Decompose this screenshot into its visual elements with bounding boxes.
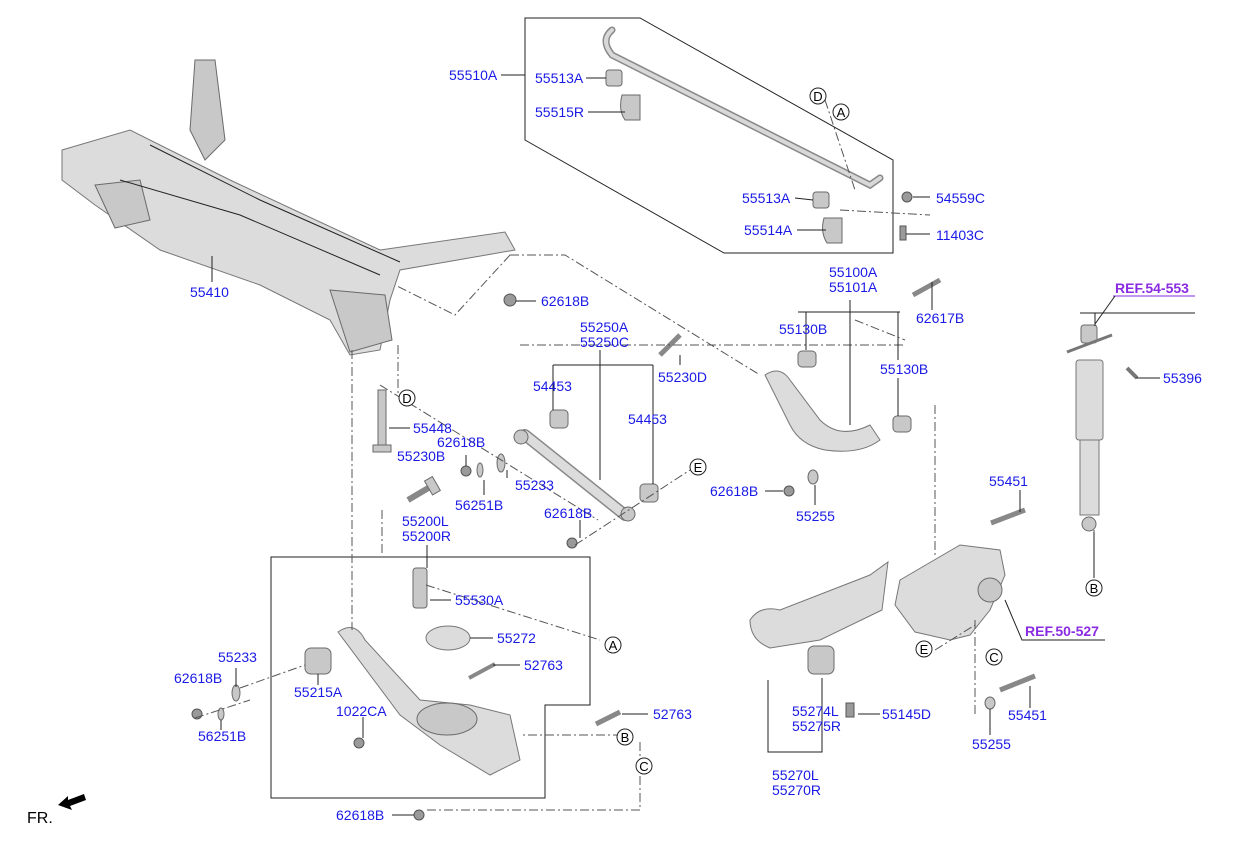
stabilizer-bar-group: [524, 17, 913, 254]
svg-text:A: A: [609, 638, 618, 653]
part-label-1022ca[interactable]: 1022CA: [336, 703, 387, 719]
knuckle-illustration: [894, 507, 1036, 710]
svg-text:B: B: [621, 730, 630, 745]
part-label-55270l[interactable]: 55270L: [772, 767, 819, 783]
part-label-55145d[interactable]: 55145D: [882, 706, 931, 722]
part-label-55255[interactable]: 55255: [796, 508, 835, 524]
part-label-62617b[interactable]: 62617B: [916, 310, 964, 326]
part-label-55101a[interactable]: 55101A: [829, 279, 878, 295]
ref-link-knuckle[interactable]: REF.50-527: [1025, 623, 1099, 639]
marker-e-knuckle: E: [915, 640, 933, 658]
part-label-55451[interactable]: 55451: [1008, 707, 1047, 723]
assembly-lines: [194, 99, 1095, 811]
marker-c-lower: C: [635, 757, 653, 775]
washer-illustration: [231, 684, 241, 702]
svg-text:B: B: [1090, 581, 1099, 596]
marker-e-arm: E: [689, 458, 707, 476]
part-label-55215a[interactable]: 55215A: [294, 684, 343, 700]
part-label-52763[interactable]: 52763: [653, 706, 692, 722]
nut-illustration: [460, 465, 472, 477]
nut-illustration: [566, 537, 578, 549]
part-label-55410[interactable]: 55410: [190, 284, 229, 300]
trailing-arm-illustration: [749, 560, 889, 718]
part-label-55200r[interactable]: 55200R: [402, 528, 451, 544]
part-label-62618b[interactable]: 62618B: [437, 434, 485, 450]
part-label-62618b[interactable]: 62618B: [544, 505, 592, 521]
part-label-55272[interactable]: 55272: [497, 630, 536, 646]
front-direction-indicator: FR.: [27, 794, 86, 827]
marker-c-knuckle: C: [985, 648, 1003, 666]
part-label-55233[interactable]: 55233: [218, 649, 257, 665]
nut-illustration: [783, 485, 795, 497]
crossmember-illustration: [61, 59, 516, 356]
part-label-55515r[interactable]: 55515R: [535, 104, 584, 120]
part-label-11403c[interactable]: 11403C: [936, 227, 984, 243]
washer-illustration: [476, 462, 484, 478]
upper-arm-illustration: [764, 277, 942, 452]
part-label-52763[interactable]: 52763: [524, 657, 563, 673]
part-label-54453[interactable]: 54453: [533, 378, 572, 394]
part-label-55513a[interactable]: 55513A: [742, 190, 791, 206]
bolt-illustration: [594, 709, 622, 727]
part-label-55451[interactable]: 55451: [989, 473, 1028, 489]
part-label-55250c[interactable]: 55250C: [580, 334, 629, 350]
marker-b-lower: B: [616, 728, 634, 746]
part-label-62618b[interactable]: 62618B: [336, 807, 384, 823]
part-label-55510a[interactable]: 55510A: [449, 67, 498, 83]
part-label-55530a[interactable]: 55530A: [455, 592, 504, 608]
marker-a-lower: A: [604, 636, 622, 654]
part-label-55513a[interactable]: 55513A: [535, 70, 584, 86]
part-label-62618b[interactable]: 62618B: [541, 293, 589, 309]
front-arrow-icon: [58, 794, 86, 810]
part-label-55233[interactable]: 55233: [515, 477, 554, 493]
marker-a-top: A: [832, 103, 850, 121]
part-label-55396[interactable]: 55396: [1163, 370, 1202, 386]
ref-link-shock[interactable]: REF.54-553: [1115, 280, 1189, 296]
svg-text:C: C: [639, 759, 648, 774]
part-label-55100a[interactable]: 55100A: [829, 264, 878, 280]
marker-d-left: D: [398, 389, 416, 407]
part-label-55514a[interactable]: 55514A: [744, 222, 793, 238]
part-label-62618b[interactable]: 62618B: [174, 670, 222, 686]
part-label-54453[interactable]: 54453: [628, 411, 667, 427]
part-label-55200l[interactable]: 55200L: [402, 513, 449, 529]
marker-d-top: D: [809, 87, 827, 105]
part-label-55130b[interactable]: 55130B: [880, 361, 928, 377]
svg-text:E: E: [920, 642, 929, 657]
part-label-62618b[interactable]: 62618B: [710, 483, 758, 499]
part-label-55274l[interactable]: 55274L: [792, 703, 839, 719]
part-label-55448[interactable]: 55448: [413, 420, 452, 436]
washer-illustration: [496, 453, 506, 473]
svg-text:C: C: [989, 650, 998, 665]
part-label-55250a[interactable]: 55250A: [580, 319, 629, 335]
shock-absorber-illustration: [1066, 324, 1139, 532]
nut-illustration: [413, 809, 425, 821]
nut-62618b-illustration: [503, 293, 517, 307]
part-label-55270r[interactable]: 55270R: [772, 782, 821, 798]
front-label: FR.: [27, 810, 53, 827]
svg-text:A: A: [837, 105, 846, 120]
lateral-arm-illustration: [513, 333, 682, 522]
lower-arm-group: [270, 556, 591, 799]
bolt-55448-illustration: [372, 389, 392, 453]
part-label-55130b[interactable]: 55130B: [779, 321, 827, 337]
part-label-55275r[interactable]: 55275R: [792, 718, 841, 734]
part-label-56251b[interactable]: 56251B: [455, 497, 503, 513]
part-label-54559c[interactable]: 54559C: [936, 190, 985, 206]
svg-text:D: D: [402, 391, 411, 406]
part-label-55255[interactable]: 55255: [972, 736, 1011, 752]
bolt-55230b-illustration: [406, 475, 442, 503]
part-label-56251b[interactable]: 56251B: [198, 728, 246, 744]
marker-b-shock: B: [1085, 579, 1103, 597]
svg-text:D: D: [813, 89, 822, 104]
svg-text:E: E: [694, 460, 703, 475]
leader-lines: [211, 74, 1195, 816]
part-labels: 55510A 55513A 55515R 55513A 55514A 54559…: [174, 67, 1202, 823]
washer-illustration: [807, 469, 819, 485]
part-label-55230d[interactable]: 55230D: [658, 369, 707, 385]
ref-leader: [1094, 295, 1116, 325]
part-label-55230b[interactable]: 55230B: [397, 448, 445, 464]
